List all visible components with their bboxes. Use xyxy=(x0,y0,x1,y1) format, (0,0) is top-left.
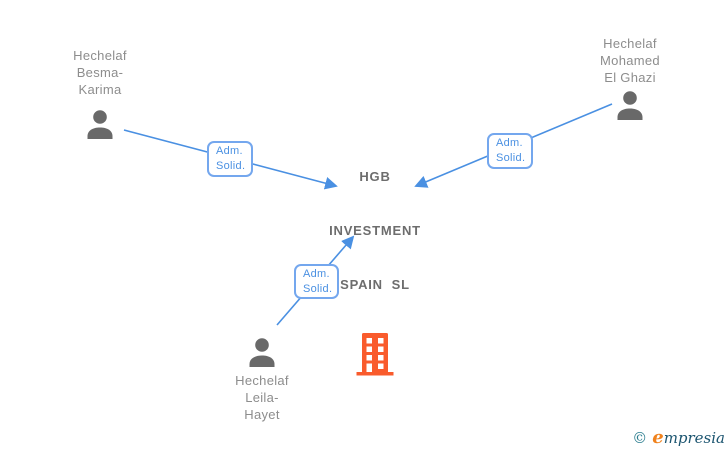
empresia-logo-rest: mpresia xyxy=(663,429,725,447)
person-name-line: Leila- xyxy=(245,390,279,405)
person-name: Hechelaf Leila- Hayet xyxy=(202,372,322,423)
edge-label-line: Adm. xyxy=(216,145,243,157)
empresia-logo-initial: e xyxy=(652,427,664,448)
person-name-line: Hechelaf xyxy=(603,36,657,51)
edge-label-mohamed-adm-solid: Adm. Solid. xyxy=(487,133,533,169)
person-node-leila-hayet[interactable]: Hechelaf Leila- Hayet xyxy=(202,337,322,423)
edge-label-line: Solid. xyxy=(303,282,333,295)
person-name-line: Hechelaf xyxy=(235,373,289,388)
person-name-line: Karima xyxy=(78,82,122,97)
copyright-icon: © xyxy=(632,428,648,447)
person-name-line: Mohamed xyxy=(600,53,660,68)
person-node-besma-karima[interactable]: Hechelaf Besma- Karima xyxy=(40,47,160,139)
company-node-hgb-investment-spain-sl[interactable]: HGB INVESTMENT SPAIN SL xyxy=(295,132,455,378)
company-name-line: HGB xyxy=(359,169,391,184)
edge-label-line: Adm. xyxy=(303,267,330,280)
edge-label-leila-adm-solid: Adm. Solid. xyxy=(294,264,339,299)
person-name-line: Besma- xyxy=(76,65,124,80)
empresia-watermark[interactable]: © empresia xyxy=(632,427,725,448)
edge-label-line: Solid. xyxy=(216,160,246,172)
person-name: Hechelaf Besma- Karima xyxy=(40,47,160,98)
empresia-logo: empresia xyxy=(652,427,725,448)
person-name-line: Hechelaf xyxy=(73,48,127,63)
person-name-line: El Ghazi xyxy=(604,70,656,85)
company-name-line: SPAIN SL xyxy=(340,277,410,292)
company-name-line: INVESTMENT xyxy=(329,223,421,238)
edge-label-line: Adm. xyxy=(496,137,523,149)
person-icon xyxy=(40,109,160,139)
person-icon xyxy=(570,90,690,120)
person-node-mohamed-el-ghazi[interactable]: Hechelaf Mohamed El Ghazi xyxy=(570,35,690,120)
person-name-line: Hayet xyxy=(244,407,280,422)
person-name: Hechelaf Mohamed El Ghazi xyxy=(570,35,690,86)
company-name: HGB INVESTMENT SPAIN SL xyxy=(295,132,455,330)
edge-label-line: Solid. xyxy=(496,152,526,164)
edge-label-besma-adm-solid: Adm. Solid. xyxy=(207,141,253,177)
building-icon xyxy=(295,332,455,378)
person-icon xyxy=(202,337,322,367)
